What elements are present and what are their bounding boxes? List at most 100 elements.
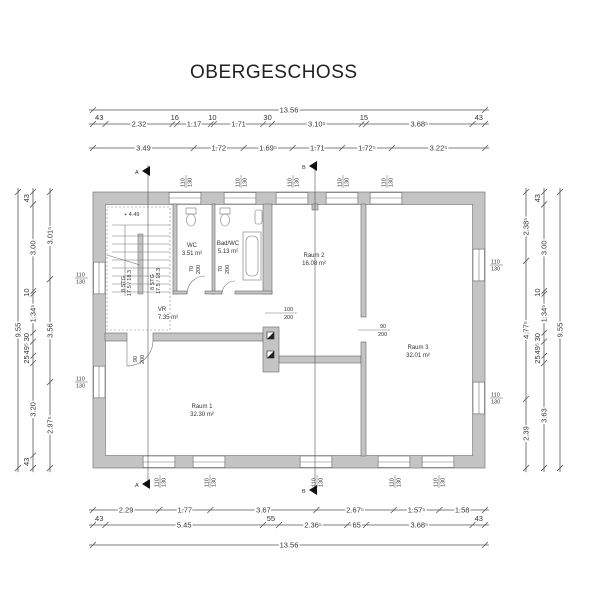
staircase: + 4.49 8 STG 17.5 / 18.3 8 STG 17.5 / 18…: [106, 206, 171, 331]
dimension-label: 43: [22, 194, 31, 202]
window-height: 130: [295, 178, 301, 187]
dimension-tick: [29, 352, 37, 360]
window-height: 130: [188, 178, 194, 187]
dimension-tick: [540, 201, 548, 208]
dimension-label: 1.17: [187, 120, 202, 129]
dimension-chain-bottom: 13.56: [89, 539, 489, 551]
room-bad-area: 5.13 m²: [218, 249, 238, 255]
dimension-label: 1.34⁵: [29, 305, 38, 323]
dimension-label: 2.36⁵: [304, 521, 322, 530]
window-height: 130: [491, 400, 500, 406]
room-bad-name: Bad/WC: [217, 241, 240, 247]
stair-spec-left: 17.5 / 18.3: [127, 270, 133, 296]
dimension-tick: [173, 120, 181, 128]
bathtub-icon: [242, 231, 262, 281]
dimension-label: 2.97⁵: [46, 416, 55, 434]
dimension-tick: [522, 464, 530, 472]
plan-title: OBERGESCHOSS: [190, 62, 358, 83]
dimension-tick: [540, 338, 548, 345]
door-labels: 70 200 70 200 100 200 90 200 90 200: [133, 265, 390, 364]
dimension-label: 1.34⁵: [540, 305, 549, 323]
dimension-tick: [436, 506, 443, 514]
room-raum1-name: Raum 1: [191, 404, 213, 410]
dimension-tick: [169, 120, 176, 128]
toilet-wc-bowl-icon: [186, 213, 196, 227]
window-height: 130: [76, 384, 85, 390]
room-raum3-area: 32.01 m²: [406, 353, 430, 359]
dimension-tick: [89, 541, 97, 549]
dimension-tick: [102, 120, 109, 128]
section-a-bottom-label: A: [135, 483, 139, 489]
dimension-tick: [481, 541, 489, 549]
room-raum1-area: 32.30 m²: [190, 412, 214, 418]
window-height: 130: [389, 178, 395, 187]
dimension-tick: [259, 521, 267, 529]
dimension-tick: [89, 106, 97, 114]
dimension-tick: [338, 144, 346, 152]
doors: [126, 275, 236, 367]
dimension-tick: [540, 464, 548, 472]
window-width: 110: [491, 393, 500, 399]
dimension-label: 43: [22, 458, 31, 466]
section-a-bottom-arrow-icon: [142, 479, 150, 489]
dimension-tick: [29, 359, 37, 367]
dimension-label: 1.72: [211, 144, 226, 153]
window-height: 130: [441, 478, 447, 487]
room-wc-name: WC: [187, 243, 198, 249]
room-raum3-name: Raum 3: [407, 345, 429, 351]
dimension-label: 25: [22, 355, 31, 363]
dimension-label: 5.45: [177, 521, 192, 530]
window-height: 130: [76, 280, 85, 286]
window-width: 110: [288, 178, 294, 187]
dimension-label: 55: [267, 514, 275, 523]
dimension-tick: [210, 120, 218, 128]
dimension-label: 3.01⁵: [46, 227, 55, 245]
dimension-tick: [481, 120, 489, 128]
section-a-top-arrow-icon: [142, 166, 150, 176]
dimension-tick: [481, 106, 489, 114]
dimension-label: 3.20: [29, 402, 38, 417]
dimension-label: 43: [533, 194, 542, 202]
window-width: 110: [491, 260, 500, 266]
dimension-tick: [259, 120, 267, 128]
door-bad-swing: [221, 280, 236, 295]
dimension-chains: 13.56432.32161.17101.71303.10⁵153.68⁵433…: [12, 104, 566, 551]
dimension-tick: [14, 188, 22, 196]
dimension-label: 1.77: [177, 506, 192, 515]
dimension-label: 1.57⁵: [408, 506, 426, 515]
sanitary-fixtures: [185, 207, 263, 281]
dimension-tick: [540, 329, 548, 337]
dimension-label: 4.77⁵: [522, 321, 531, 339]
dimension-label: 3.49: [136, 144, 151, 153]
dimension-tick: [481, 521, 489, 529]
dimension-tick: [540, 352, 548, 360]
door-raum3-width: 90: [380, 324, 386, 330]
dimension-label: 49⁵: [533, 343, 542, 354]
door-wc-height: 200: [196, 265, 202, 274]
door-raum2-height: 200: [284, 315, 293, 321]
door-raum1-height: 200: [140, 355, 146, 364]
window-width: 110: [236, 178, 242, 187]
dimension-tick: [469, 521, 476, 529]
window-height: 130: [397, 478, 403, 487]
window-height: 130: [162, 478, 168, 487]
dimension-chain-top: 13.56: [89, 104, 489, 116]
dimension-tick: [289, 144, 296, 152]
door-wc-swing: [186, 275, 206, 295]
dimension-tick: [268, 120, 276, 128]
stair-label-right: 8 STG: [150, 274, 156, 290]
window-width: 110: [76, 377, 85, 383]
dimension-label: 10: [208, 113, 216, 122]
dimension-label: 30: [263, 113, 271, 122]
dimension-label: 43: [95, 113, 103, 122]
